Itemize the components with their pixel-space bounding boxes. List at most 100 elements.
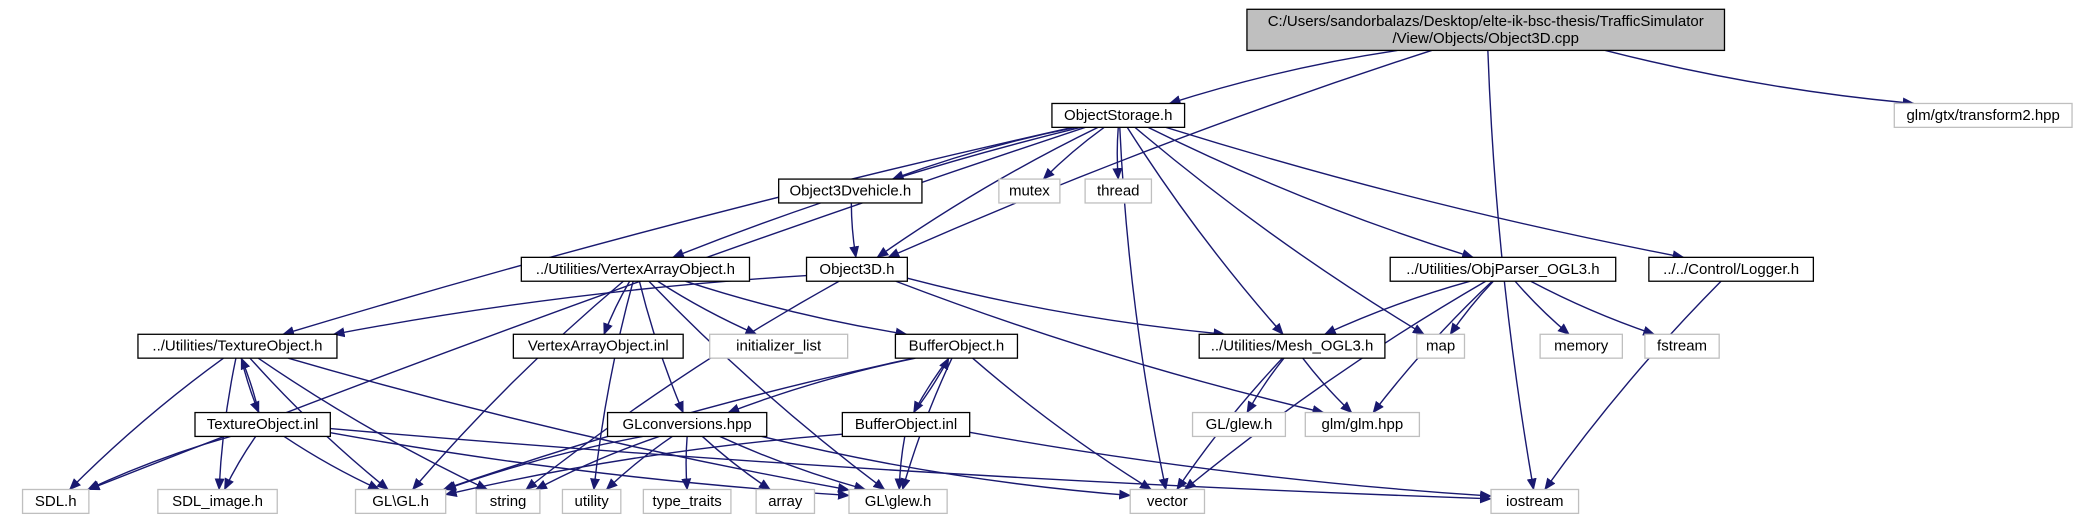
edge-textureinl-to-glgl: [283, 435, 381, 491]
node-box: [157, 488, 278, 515]
node-label: C:/Users/sandorbalazs/Desktop/elte-ik-bs…: [1268, 13, 1704, 30]
edge-object3d-to-glmhpp: [895, 280, 1325, 415]
edge-objstorage-to-object3d: [876, 126, 1099, 258]
node-utility[interactable]: utility: [561, 488, 622, 515]
node-box: [709, 333, 849, 359]
node-box: [194, 411, 331, 438]
node-label: GL/glew.h: [1206, 416, 1273, 433]
node-typetraits[interactable]: type_traits: [642, 488, 732, 515]
node-box: [1389, 256, 1617, 282]
node-mutex[interactable]: mutex: [998, 178, 1061, 204]
node-glgl[interactable]: GL\GL.h: [354, 488, 447, 515]
node-iostream[interactable]: iostream: [1490, 488, 1580, 515]
node-label: ../Utilities/TextureObject.h: [152, 338, 322, 355]
node-glconv[interactable]: GLconversions.hpp: [606, 411, 768, 438]
edge-objstorage-to-logger: [1165, 126, 1685, 261]
edge-objstorage-to-map: [1134, 126, 1425, 335]
node-box: [1416, 333, 1466, 359]
node-bufferinl[interactable]: BufferObject.inl: [841, 411, 971, 438]
edge-root-to-transform2: [1605, 49, 1915, 108]
node-label: GL\glew.h: [865, 493, 932, 510]
node-objparser[interactable]: ../Utilities/ObjParser_OGL3.h: [1389, 256, 1617, 282]
node-label: TextureObject.inl: [207, 416, 319, 433]
node-textureinl[interactable]: TextureObject.inl: [194, 411, 331, 438]
node-transform2[interactable]: glm/gtx/transform2.hpp: [1893, 102, 2073, 128]
node-box: [520, 256, 751, 282]
node-box: [1246, 8, 1726, 52]
node-initlist[interactable]: initializer_list: [709, 333, 849, 359]
node-bufferobj[interactable]: BufferObject.h: [894, 333, 1019, 359]
node-label: /View/Objects/Object3D.cpp: [1392, 30, 1578, 47]
node-label: map: [1426, 338, 1455, 355]
node-label: GLconversions.hpp: [623, 416, 752, 433]
edge-objparser-to-mesh: [1323, 280, 1471, 335]
edge-textureobj-to-sdl: [68, 357, 224, 491]
node-box: [1893, 102, 2073, 128]
node-vao[interactable]: ../Utilities/VertexArrayObject.h: [520, 256, 751, 282]
node-vaoinl[interactable]: VertexArrayObject.inl: [512, 333, 684, 359]
node-label: VertexArrayObject.inl: [528, 338, 669, 355]
edge-glconv-to-glglew: [719, 435, 867, 492]
edge-objstorage-to-thread: [1112, 127, 1123, 181]
node-box: [894, 333, 1019, 359]
node-root[interactable]: C:/Users/sandorbalazs/Desktop/elte-ik-bs…: [1246, 8, 1726, 52]
node-box: [137, 333, 338, 359]
node-label: SDL.h: [35, 493, 77, 510]
node-box: [1648, 256, 1815, 282]
node-object3d[interactable]: Object3D.h: [805, 256, 908, 282]
node-label: type_traits: [653, 493, 722, 510]
node-box: [1490, 488, 1580, 515]
node-o3dvehicle[interactable]: Object3Dvehicle.h: [778, 178, 923, 204]
edge-textureinl-to-sdl: [86, 435, 231, 491]
edge-glconv-to-vector: [761, 435, 1132, 500]
node-box: [512, 333, 684, 359]
node-map[interactable]: map: [1416, 333, 1466, 359]
edge-glconv-to-glgl: [444, 435, 643, 491]
node-mesh[interactable]: ../Utilities/Mesh_OGL3.h: [1198, 333, 1386, 359]
edge-bufferinl-to-glgl: [444, 433, 843, 497]
node-label: iostream: [1506, 493, 1564, 510]
node-vector[interactable]: vector: [1129, 488, 1206, 515]
node-box: [475, 488, 541, 515]
node-box: [848, 488, 948, 515]
node-sdlimage[interactable]: SDL_image.h: [157, 488, 278, 515]
node-label: SDL_image.h: [172, 493, 263, 510]
node-box: [354, 488, 447, 515]
edge-vao-to-glglew: [648, 280, 886, 491]
node-array[interactable]: array: [755, 488, 816, 515]
node-glglew[interactable]: GL\glew.h: [848, 488, 948, 515]
node-label: glm/gtx/transform2.hpp: [1906, 107, 2059, 124]
node-label: array: [768, 493, 803, 510]
edge-objstorage-to-objparser: [1147, 126, 1475, 259]
edge-vao-to-glgl: [412, 280, 624, 491]
node-box: [998, 178, 1061, 204]
edge-objstorage-to-vector: [1119, 127, 1169, 491]
node-box: [1539, 333, 1623, 359]
node-label: ../Utilities/ObjParser_OGL3.h: [1406, 261, 1599, 278]
edge-bufferinl-to-glglew: [894, 436, 906, 491]
node-label: ../../Control/Logger.h: [1663, 261, 1799, 278]
node-glglew_small[interactable]: GL/glew.h: [1191, 411, 1287, 438]
edge-root-to-objstorage: [1168, 49, 1398, 105]
edge-vao-to-vaoinl: [603, 280, 631, 336]
node-logger[interactable]: ../../Control/Logger.h: [1648, 256, 1815, 282]
edge-objstorage-to-mutex: [1042, 126, 1105, 180]
node-sdl[interactable]: SDL.h: [21, 488, 90, 515]
node-memory[interactable]: memory: [1539, 333, 1623, 359]
edge-glconv-to-string: [534, 435, 660, 491]
node-box: [561, 488, 622, 515]
node-glmhpp[interactable]: glm/glm.hpp: [1304, 411, 1421, 438]
edge-vao-to-initlist: [657, 280, 758, 335]
node-box: [1644, 333, 1720, 359]
node-fstream[interactable]: fstream: [1644, 333, 1720, 359]
node-textureobj[interactable]: ../Utilities/TextureObject.h: [137, 333, 338, 359]
edge-object3d-to-mesh: [907, 277, 1226, 339]
edge-mesh-to-glmhpp: [1302, 357, 1353, 414]
node-string[interactable]: string: [475, 488, 541, 515]
node-thread[interactable]: thread: [1084, 178, 1153, 204]
node-objstorage[interactable]: ObjectStorage.h: [1051, 102, 1186, 128]
node-box: [1129, 488, 1206, 515]
node-label: initializer_list: [736, 338, 822, 355]
node-label: utility: [575, 493, 610, 510]
